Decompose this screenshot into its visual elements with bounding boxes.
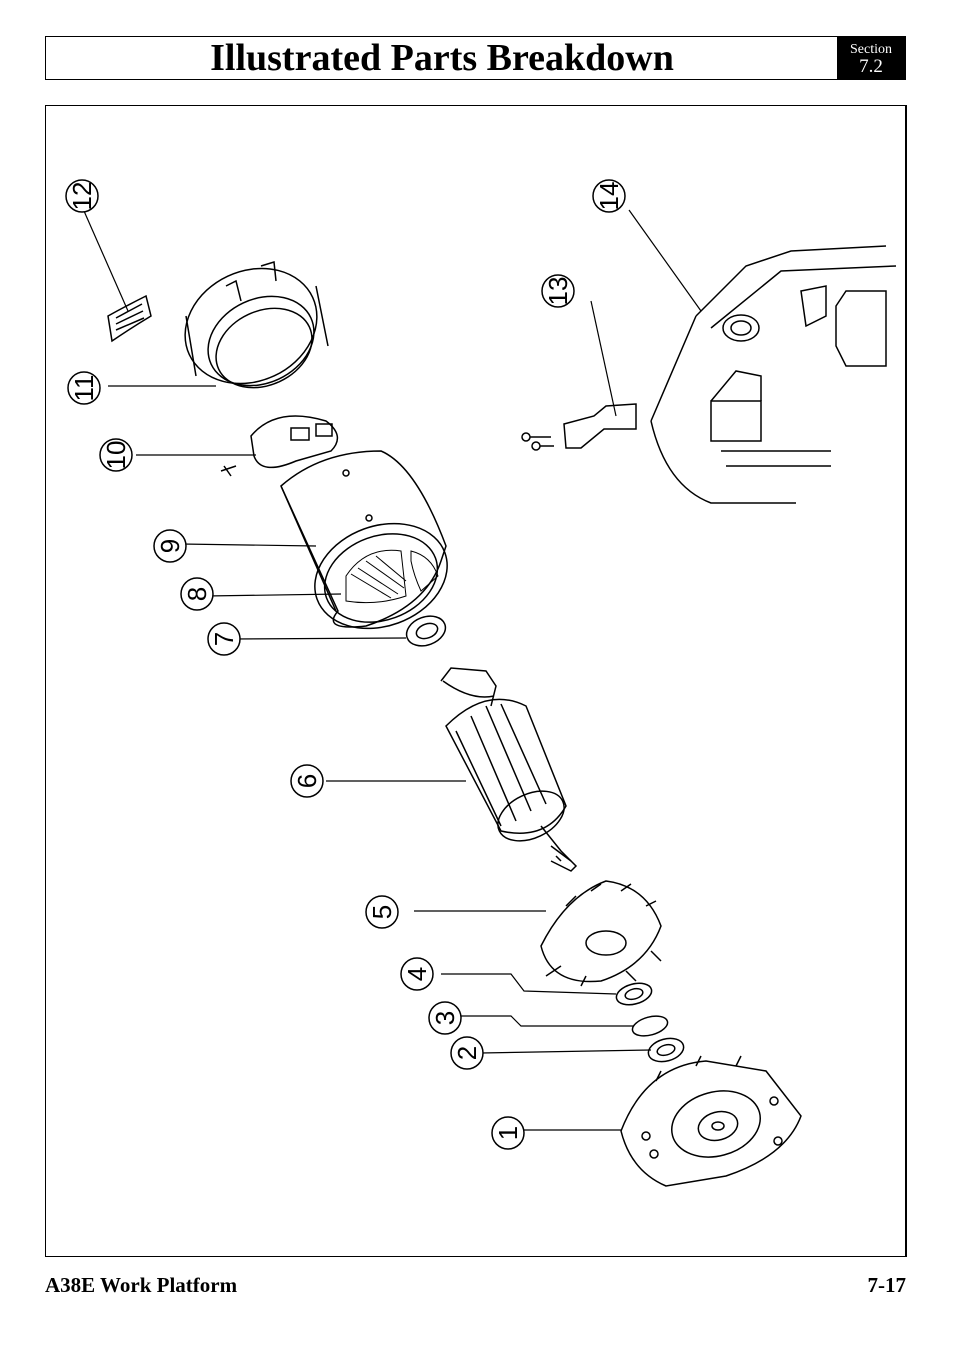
- section-number: 7.2: [859, 56, 883, 77]
- callout-number: 8: [182, 587, 212, 601]
- callout-number: 2: [452, 1046, 482, 1060]
- page-title: Illustrated Parts Breakdown: [210, 37, 674, 79]
- bearing-7-part: [405, 615, 447, 647]
- callout-number: 7: [209, 632, 239, 646]
- callout-9: 9: [153, 529, 187, 563]
- callout-circle: [450, 1036, 484, 1070]
- callout-circle: [99, 438, 133, 472]
- bracket-13-part: [521, 403, 637, 451]
- callout-number: 10: [101, 441, 131, 470]
- callout-5: 5: [365, 895, 399, 929]
- callout-number: 11: [69, 375, 99, 402]
- callout-circle: [491, 1116, 525, 1150]
- field-winding-part: [345, 549, 439, 604]
- callout-number: 9: [155, 539, 185, 553]
- callout-2: 2: [450, 1036, 484, 1070]
- callout-circle: [180, 577, 214, 611]
- callout-11: 11: [67, 371, 101, 405]
- callout-number: 5: [367, 905, 397, 919]
- callout-number: 12: [67, 182, 97, 211]
- callout-circle: [400, 957, 434, 991]
- callout-4: 4: [400, 957, 434, 991]
- callout-1: 1: [491, 1116, 525, 1150]
- page-header: Illustrated Parts Breakdown Section 7.2: [45, 36, 906, 80]
- callout-number: 1: [493, 1126, 523, 1140]
- callout-14: 14: [592, 179, 626, 213]
- section-badge: Section 7.2: [837, 37, 905, 79]
- callout-circle: [207, 622, 241, 656]
- bearing-4-part: [615, 982, 653, 1006]
- callout-circle: [365, 895, 399, 929]
- footer-page-number: 7-17: [867, 1273, 907, 1297]
- callout-13: 13: [541, 274, 575, 308]
- stator-housing-part: [280, 450, 448, 630]
- brush-holder-part: [220, 415, 339, 477]
- callout-circle: [153, 529, 187, 563]
- footer-product: A38E Work Platform: [45, 1273, 238, 1297]
- retaining-ring-3-part: [631, 1015, 669, 1037]
- bearing-2-part: [647, 1037, 685, 1063]
- armature-part: [440, 667, 578, 872]
- callout-number: 13: [543, 277, 573, 306]
- callout-circle: [290, 764, 324, 798]
- callout-number: 4: [402, 967, 432, 981]
- brush-spring-part: [107, 294, 152, 343]
- callout-number: 6: [292, 774, 322, 788]
- callout-3: 3: [428, 1001, 462, 1035]
- callout-circle: [541, 274, 575, 308]
- callout-8: 8: [180, 577, 214, 611]
- end-bell-part: [620, 1055, 802, 1187]
- motor-mount-part: [650, 245, 897, 504]
- callout-circle: [67, 371, 101, 405]
- callout-12: 12: [65, 179, 99, 213]
- section-label: Section: [850, 42, 892, 57]
- callout-6: 6: [290, 764, 324, 798]
- leader-lines: [83, 209, 702, 1131]
- callout-7: 7: [207, 622, 241, 656]
- callout-circle: [428, 1001, 462, 1035]
- callout-number: 3: [430, 1011, 460, 1025]
- end-cap-part: [184, 261, 329, 389]
- callout-number: 14: [594, 182, 624, 211]
- callout-circle: [592, 179, 626, 213]
- callout-10: 10: [99, 438, 133, 472]
- callout-circle: [65, 179, 99, 213]
- fan-part: [540, 880, 662, 987]
